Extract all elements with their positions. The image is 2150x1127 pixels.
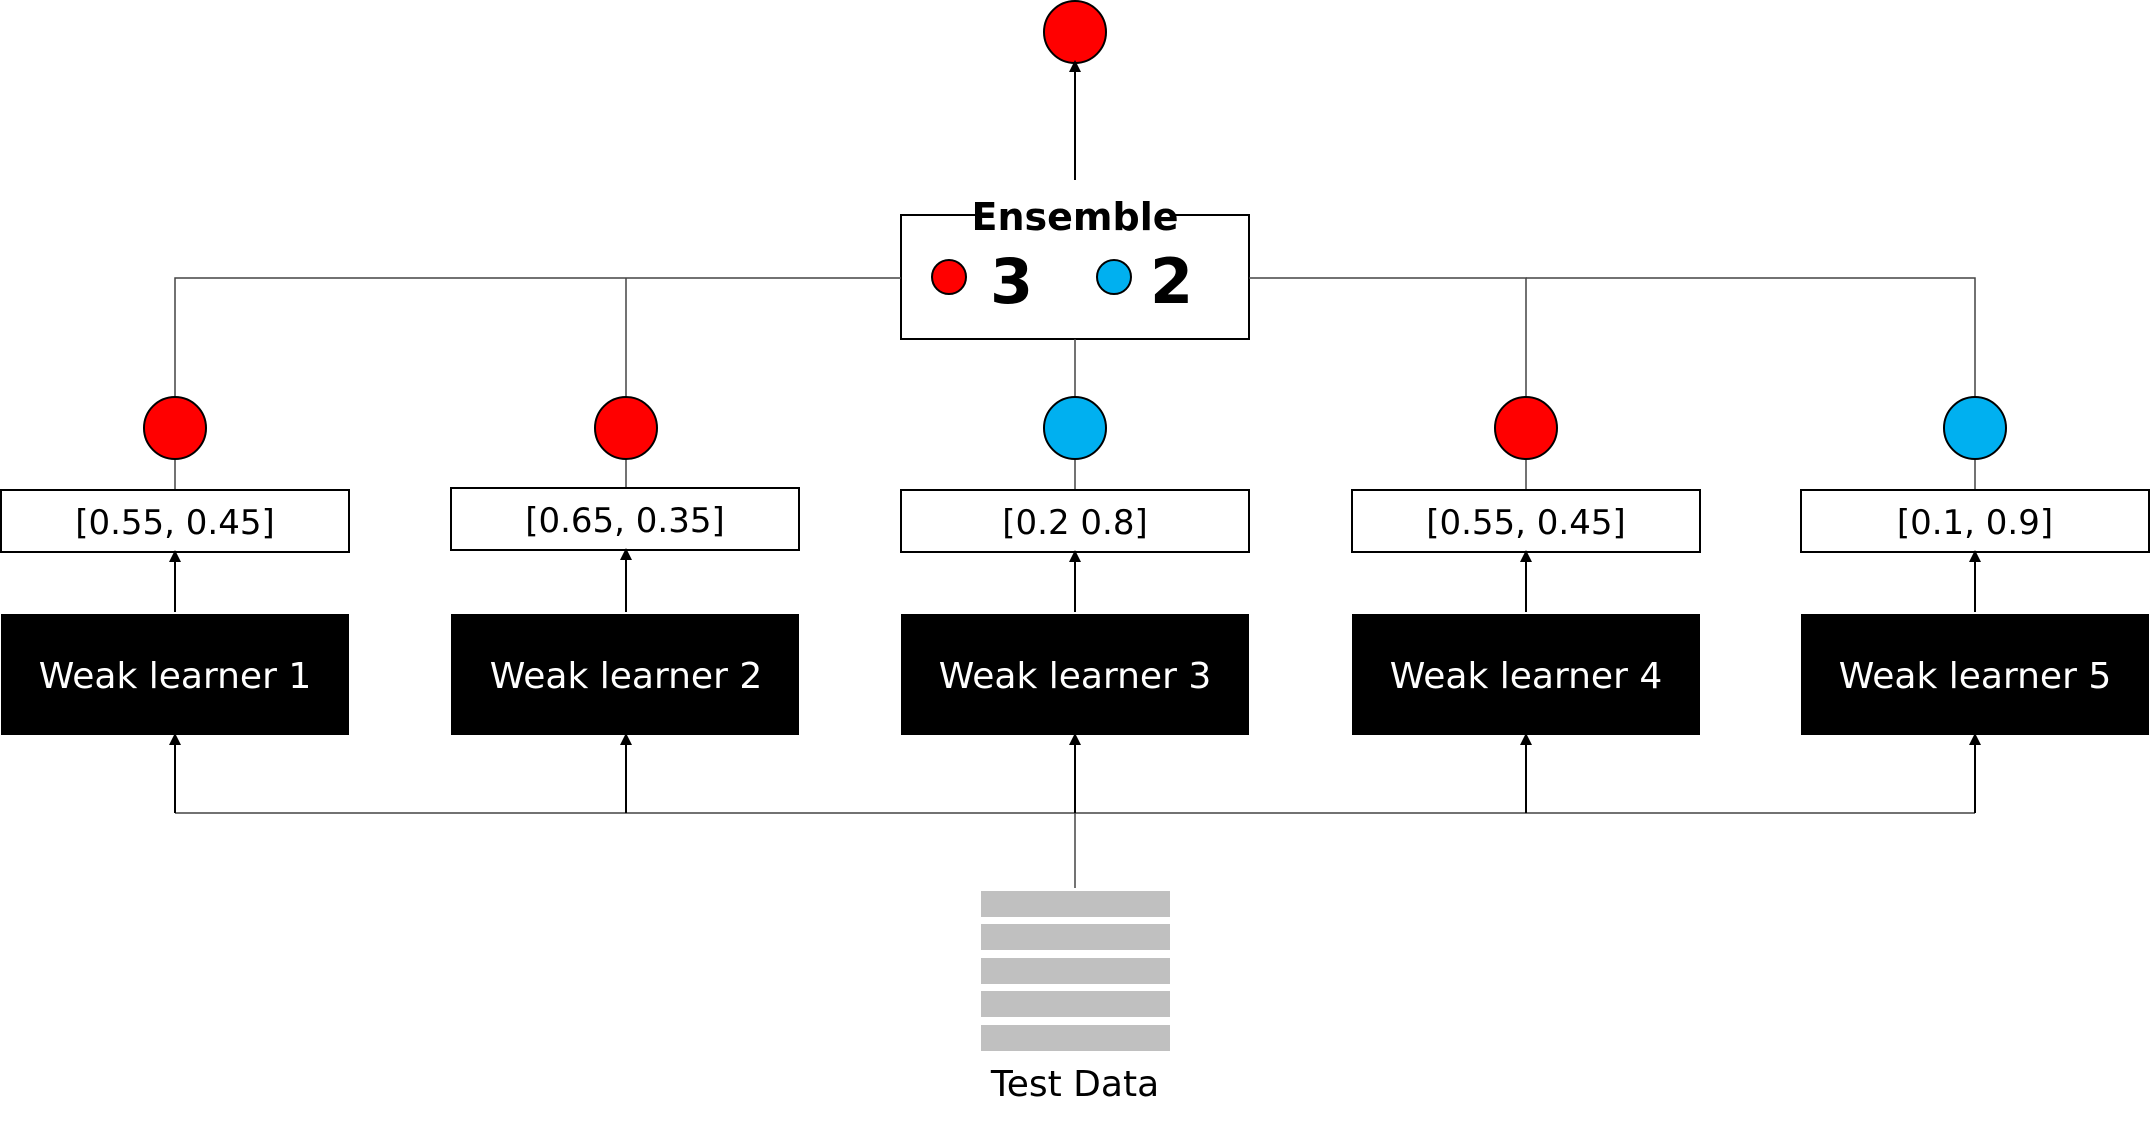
vote-blue-icon xyxy=(1096,259,1132,295)
probability-box-2 xyxy=(450,487,800,551)
ensemble-title: Ensemble xyxy=(972,195,1179,239)
weak-learner-label-1: Weak learner 1 xyxy=(39,656,311,697)
weak-learner-box-3 xyxy=(901,614,1249,735)
vote-wires xyxy=(174,277,1976,400)
weak-learner-box-1 xyxy=(1,614,349,735)
probability-label-3: [0.2 0.8] xyxy=(1002,503,1147,543)
probability-box-5 xyxy=(1800,489,2150,553)
prediction-marker-1 xyxy=(143,396,207,460)
ensemble-box: Ensemble 3 2 xyxy=(900,195,1250,340)
learner-column-1: [0.55, 0.45] Weak learner 1 xyxy=(0,396,350,735)
weak-learner-box-4 xyxy=(1352,614,1700,735)
probability-box-3 xyxy=(900,489,1250,553)
learner-column-4: [0.55, 0.45] Weak learner 4 xyxy=(1351,396,1701,735)
weak-learner-label-4: Weak learner 4 xyxy=(1390,656,1662,697)
weak-learner-label-2: Weak learner 2 xyxy=(490,656,762,697)
probability-box-1 xyxy=(0,489,350,553)
prediction-marker-3 xyxy=(1043,396,1107,460)
prediction-marker-4 xyxy=(1494,396,1558,460)
learner-column-2: [0.65, 0.35] Weak learner 2 xyxy=(450,396,800,735)
probability-label-2: [0.65, 0.35] xyxy=(525,501,725,541)
learner-column-3: [0.2 0.8] Weak learner 3 xyxy=(900,396,1250,735)
weak-learner-box-5 xyxy=(1801,614,2149,735)
weak-learner-label-3: Weak learner 3 xyxy=(939,656,1211,697)
input-wires xyxy=(169,733,1981,888)
prediction-marker-2 xyxy=(594,396,658,460)
test-data-label: Test Data xyxy=(990,1064,1159,1105)
probability-label-5: [0.1, 0.9] xyxy=(1897,503,2053,543)
weak-learner-box-2 xyxy=(451,614,799,735)
vote-count-red: 3 xyxy=(990,245,1033,318)
vote-red-icon xyxy=(931,259,967,295)
final-prediction-marker xyxy=(1043,0,1107,64)
vote-count-blue: 2 xyxy=(1150,245,1193,318)
probability-label-4: [0.55, 0.45] xyxy=(1426,503,1626,543)
learner-column-5: [0.1, 0.9] Weak learner 5 xyxy=(1800,396,2150,735)
test-data-stack-icon xyxy=(981,891,1170,1051)
weak-learner-label-5: Weak learner 5 xyxy=(1839,656,2111,697)
probability-label-1: [0.55, 0.45] xyxy=(75,503,275,543)
probability-box-4 xyxy=(1351,489,1701,553)
prediction-marker-5 xyxy=(1943,396,2007,460)
